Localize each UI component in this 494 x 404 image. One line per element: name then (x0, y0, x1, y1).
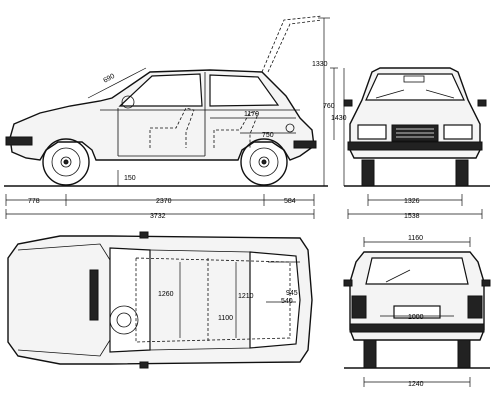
front-dimensions: 1326 1538 (347, 194, 483, 220)
steering-wheel (121, 95, 135, 109)
dim-front-overhang: 778 (28, 198, 40, 205)
top-dimensions: 1260 1210 1100 945 540 (158, 261, 300, 338)
right-mirror (477, 99, 487, 107)
dim-seat-depth: 750 (262, 132, 274, 139)
rear-dimensions: 1160 1000 1240 (363, 235, 471, 388)
dim-front-track: 1326 (404, 198, 420, 205)
dim-rear-overhang: 584 (284, 198, 296, 205)
top-windshield (109, 247, 151, 353)
dim-rear-track-bottom: 1240 (408, 381, 424, 388)
side-rear-wheel (240, 138, 288, 186)
dim-cargo-width: 540 (281, 298, 293, 305)
rear-left-mirror (343, 279, 353, 287)
side-front-wheel (42, 138, 90, 186)
rear-right-mirror (481, 279, 491, 287)
rear-left-light (351, 295, 367, 319)
side-dimensions: 690 1170 750 150 778 2370 584 3732 1330 … (5, 17, 347, 220)
open-hatch-outline (261, 15, 323, 73)
front-view-bumper (347, 141, 483, 151)
dim-rear-track-top: 1160 (408, 235, 423, 242)
dim-wheelbase: 2370 (156, 198, 172, 205)
side-view (4, 15, 328, 187)
top-view (7, 231, 313, 369)
dim-interior-width-mid: 1100 (218, 315, 233, 322)
dim-interior-length: 1260 (158, 291, 174, 298)
front-view (343, 67, 490, 187)
dim-roof-height: 760 (323, 103, 335, 110)
top-left-mirror (139, 231, 149, 239)
dim-ground-clearance: 150 (124, 175, 136, 182)
dim-overall-length: 3732 (150, 213, 166, 220)
top-interior-outline (135, 257, 291, 343)
dim-seat-length: 1170 (244, 111, 259, 118)
dim-cargo-depth: 945 (286, 290, 298, 297)
dim-door-opening: 690 (102, 73, 116, 85)
rear-right-tyre (457, 339, 471, 369)
dim-rear-interior-width: 1000 (408, 314, 424, 321)
front-left-tyre (361, 159, 375, 187)
fuel-cap (285, 123, 295, 133)
rear-number-plate (393, 305, 441, 319)
front-seat-outline (149, 107, 195, 148)
rear-view-bumper (349, 323, 485, 333)
spare-wheel (109, 305, 139, 335)
side-front-window (118, 73, 203, 107)
door-outline (117, 72, 206, 157)
left-mirror (343, 99, 353, 107)
dim-overall-height: 1430 (331, 115, 347, 122)
rear-view-mirror (403, 75, 425, 83)
front-bumper (5, 136, 33, 146)
dim-hatch-height: 1330 (312, 61, 328, 68)
side-rear-window (209, 74, 280, 107)
rear-left-tyre (363, 339, 377, 369)
top-radiator (89, 269, 99, 321)
dim-interior-width-front: 1210 (238, 293, 254, 300)
top-right-mirror (139, 361, 149, 369)
rear-window (365, 257, 469, 285)
rear-seat-outline (213, 111, 259, 148)
dim-overall-width: 1538 (404, 213, 420, 220)
right-headlight (443, 124, 473, 140)
rear-view (343, 251, 491, 369)
rear-bumper (293, 140, 317, 149)
front-windshield (365, 73, 465, 101)
front-right-tyre (455, 159, 469, 187)
rear-right-light (467, 295, 483, 319)
left-headlight (357, 124, 387, 140)
